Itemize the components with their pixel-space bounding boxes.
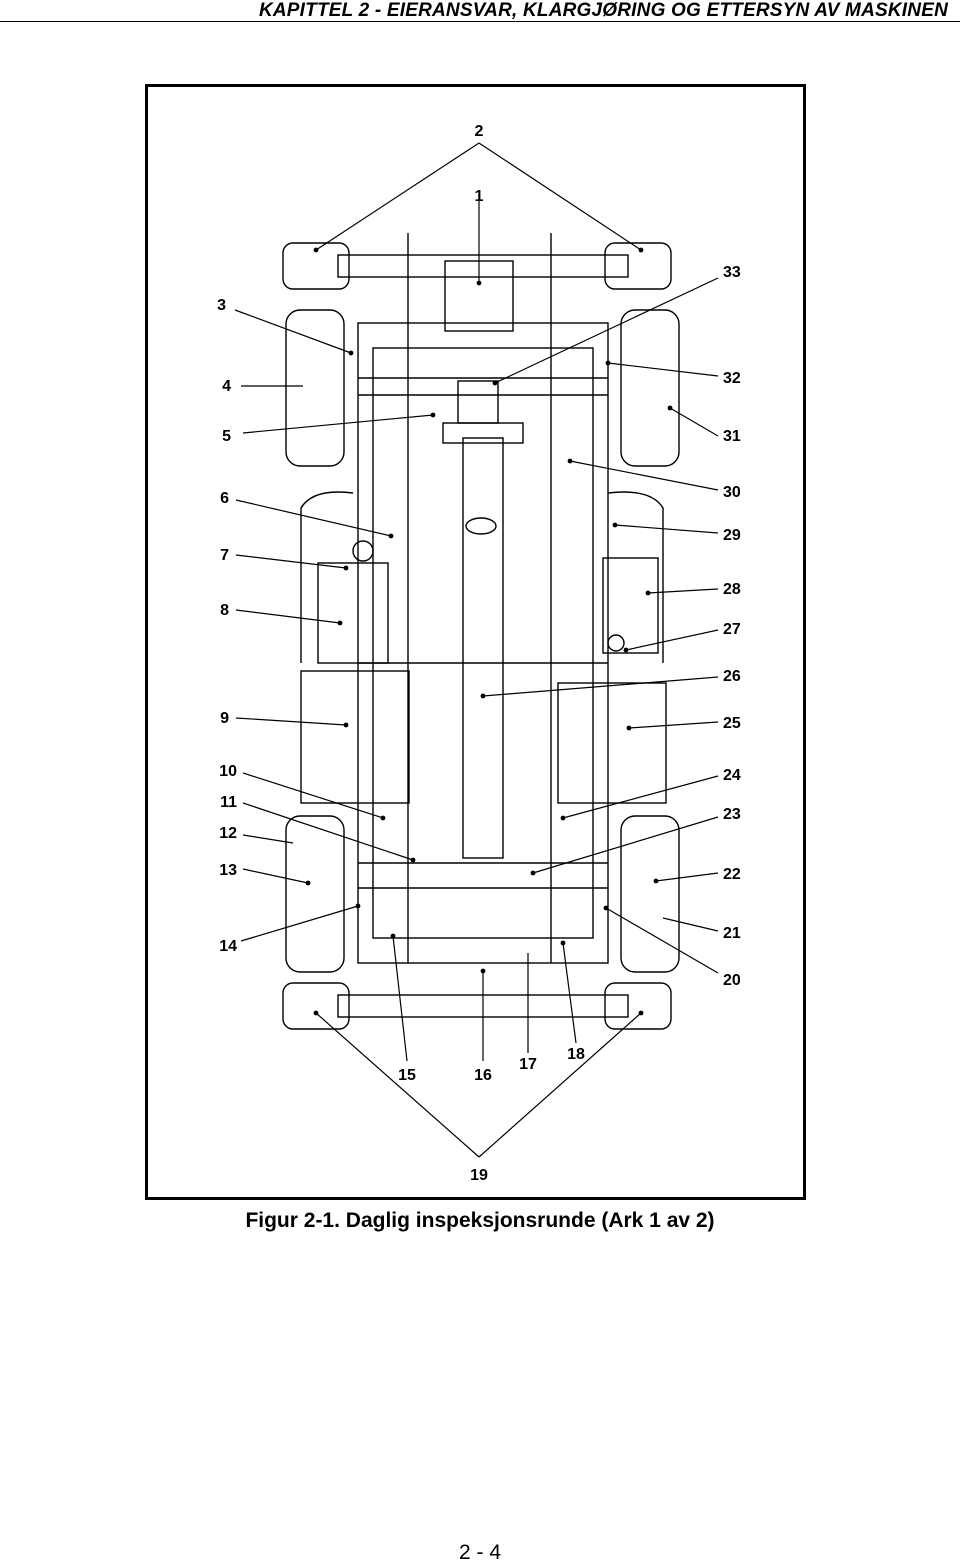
- inspection-diagram-frame: 1 2 3 4 5 6 7 8 9 10 11 12 13 14 15 16 1…: [145, 84, 806, 1200]
- header-rule: [0, 21, 960, 22]
- callout-4: 4: [222, 378, 231, 395]
- callout-30: 30: [723, 484, 741, 501]
- callout-23: 23: [723, 806, 741, 823]
- callout-8: 8: [220, 602, 229, 619]
- callout-21: 21: [723, 925, 741, 942]
- callout-1: 1: [475, 188, 484, 205]
- callout-16: 16: [474, 1067, 492, 1084]
- callout-5: 5: [222, 428, 231, 445]
- chapter-header: KAPITTEL 2 - EIERANSVAR, KLARGJØRING OG …: [258, 0, 948, 21]
- callout-7: 7: [220, 547, 229, 564]
- callout-13: 13: [219, 862, 237, 879]
- page-number: 2 - 4: [458, 1541, 502, 1564]
- callout-12: 12: [219, 825, 237, 842]
- machine-chassis-drawing: 1 2 3 4 5 6 7 8 9 10 11 12 13 14 15 16 1…: [217, 123, 741, 1184]
- callout-19: 19: [470, 1167, 488, 1184]
- callout-18: 18: [567, 1046, 585, 1063]
- callout-31: 31: [723, 428, 741, 445]
- callout-2: 2: [475, 123, 484, 140]
- callout-22: 22: [723, 866, 741, 883]
- callout-28: 28: [723, 581, 741, 598]
- callout-10: 10: [219, 763, 237, 780]
- callout-11: 11: [220, 794, 237, 811]
- figure-caption: Figur 2-1. Daglig inspeksjonsrunde (Ark …: [245, 1209, 715, 1232]
- callout-15: 15: [398, 1067, 416, 1084]
- callout-17: 17: [519, 1056, 537, 1073]
- callout-29: 29: [723, 527, 741, 544]
- callout-14: 14: [219, 938, 237, 955]
- callout-26: 26: [723, 668, 741, 685]
- callout-27: 27: [723, 621, 741, 638]
- callout-24: 24: [723, 767, 741, 784]
- callout-25: 25: [723, 715, 741, 732]
- callout-9: 9: [220, 710, 229, 727]
- callout-6: 6: [220, 490, 229, 507]
- callout-32: 32: [723, 370, 741, 387]
- callout-20: 20: [723, 972, 741, 989]
- callout-33: 33: [723, 264, 741, 281]
- callout-3: 3: [217, 297, 226, 314]
